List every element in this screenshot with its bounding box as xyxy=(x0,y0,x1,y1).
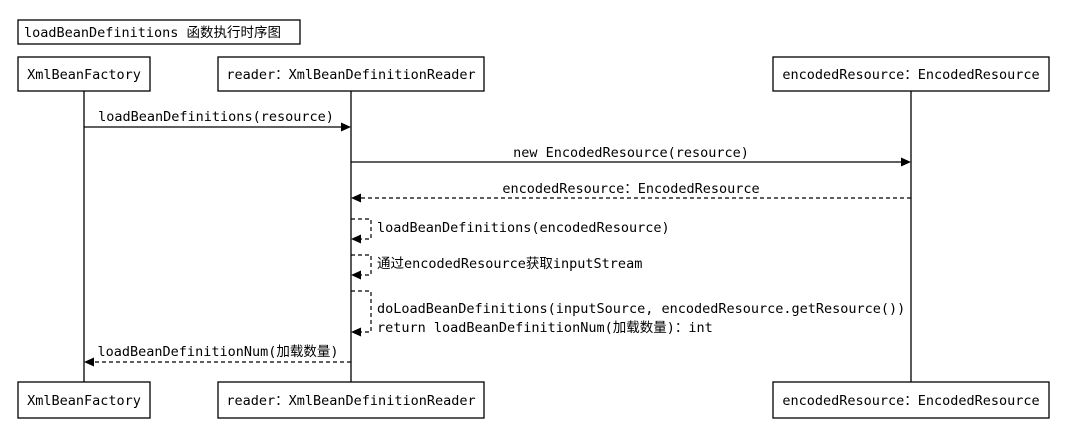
svg-text:new EncodedResource(resource): new EncodedResource(resource) xyxy=(513,145,749,161)
arrowhead-icon xyxy=(351,327,361,337)
svg-text:loadBeanDefinitionNum(加载数量): loadBeanDefinitionNum(加载数量) xyxy=(98,344,339,360)
message-self-load-encoded: loadBeanDefinitions(encodedResource) xyxy=(351,218,670,244)
message-return-encoded-resource: encodedResource：EncodedResource xyxy=(351,181,911,203)
arrowhead-icon xyxy=(341,122,351,132)
message-self-do-load: doLoadBeanDefinitions(inputSource, encod… xyxy=(351,290,905,337)
message-self-get-input-stream: 通过encodedResource获取inputStream xyxy=(351,254,642,280)
svg-text:return loadBeanDefinitionNum(加: return loadBeanDefinitionNum(加载数量)：int xyxy=(377,320,713,336)
svg-text:doLoadBeanDefinitions(inputSou: doLoadBeanDefinitions(inputSource, encod… xyxy=(377,301,905,317)
title-text: loadBeanDefinitions 函数执行时序图 xyxy=(24,25,281,41)
participant-factory-label: XmlBeanFactory xyxy=(27,67,141,83)
message-load-bean-definitions: loadBeanDefinitions(resource) xyxy=(84,109,351,132)
participant-encoded-bottom[interactable]: encodedResource：EncodedResource xyxy=(772,381,1050,419)
svg-text:loadBeanDefinitions(resource): loadBeanDefinitions(resource) xyxy=(98,109,334,125)
participant-encoded-label: encodedResource：EncodedResource xyxy=(782,67,1039,83)
title-box xyxy=(17,19,301,45)
participant-reader-top[interactable]: reader：XmlBeanDefinitionReader xyxy=(217,56,485,92)
svg-text:encodedResource：EncodedResourc: encodedResource：EncodedResource xyxy=(502,181,759,197)
arrowhead-icon xyxy=(351,270,361,280)
participant-encoded-bottom-label: encodedResource：EncodedResource xyxy=(782,393,1039,409)
participant-reader-bottom-label: reader：XmlBeanDefinitionReader xyxy=(226,393,475,409)
participant-reader-bottom[interactable]: reader：XmlBeanDefinitionReader xyxy=(217,381,485,419)
arrowhead-icon xyxy=(84,357,94,367)
message-new-encoded-resource: new EncodedResource(resource) xyxy=(351,145,911,167)
svg-text:通过encodedResource获取inputStream: 通过encodedResource获取inputStream xyxy=(377,256,642,272)
participant-factory-bottom-label: XmlBeanFactory xyxy=(27,393,141,409)
participant-factory-bottom[interactable]: XmlBeanFactory xyxy=(17,381,151,419)
arrowhead-icon xyxy=(351,234,361,244)
participant-factory-top[interactable]: XmlBeanFactory xyxy=(17,56,151,92)
message-return-definition-num: loadBeanDefinitionNum(加载数量) xyxy=(84,344,351,367)
arrowhead-icon xyxy=(901,157,911,167)
diagram-title: loadBeanDefinitions 函数执行时序图 xyxy=(17,19,301,45)
arrowhead-icon xyxy=(351,193,361,203)
participant-reader-label: reader：XmlBeanDefinitionReader xyxy=(226,67,475,83)
participant-encoded-top[interactable]: encodedResource：EncodedResource xyxy=(772,56,1050,92)
svg-text:loadBeanDefinitions(encodedRes: loadBeanDefinitions(encodedResource) xyxy=(377,220,670,236)
